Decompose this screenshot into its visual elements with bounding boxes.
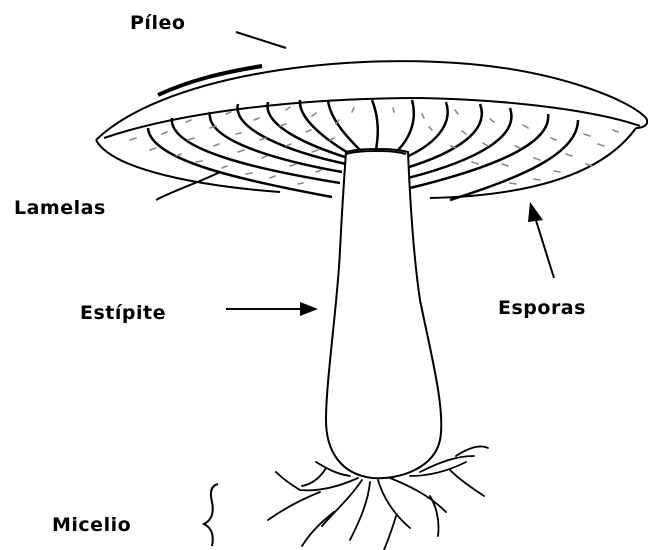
gill-line xyxy=(398,100,414,150)
label-lamelas: Lamelas xyxy=(14,199,106,218)
gill-line xyxy=(450,120,578,200)
gill-line xyxy=(267,102,348,158)
gill-line xyxy=(406,104,482,168)
label-estipite: Estípite xyxy=(80,304,166,323)
stipe-outline xyxy=(326,149,441,478)
root-line xyxy=(378,480,410,550)
root-line xyxy=(268,472,358,520)
esporas-arrow xyxy=(528,202,554,278)
cap-top-shading xyxy=(158,66,262,95)
gill-line xyxy=(372,100,378,150)
gill-line xyxy=(300,100,350,154)
esporas-arrow-shaft xyxy=(534,214,554,278)
label-micelio: Micelio xyxy=(52,516,131,535)
pileo-pointer-line xyxy=(236,32,286,48)
esporas-arrowhead xyxy=(528,202,543,222)
label-pileo: Píleo xyxy=(130,14,185,33)
micelio-brace xyxy=(204,484,218,546)
root-line xyxy=(390,478,446,536)
cap-rim-top xyxy=(104,98,640,138)
label-esporas: Esporas xyxy=(498,299,586,318)
estipite-arrow xyxy=(226,302,318,316)
estipite-arrowhead xyxy=(300,302,318,316)
